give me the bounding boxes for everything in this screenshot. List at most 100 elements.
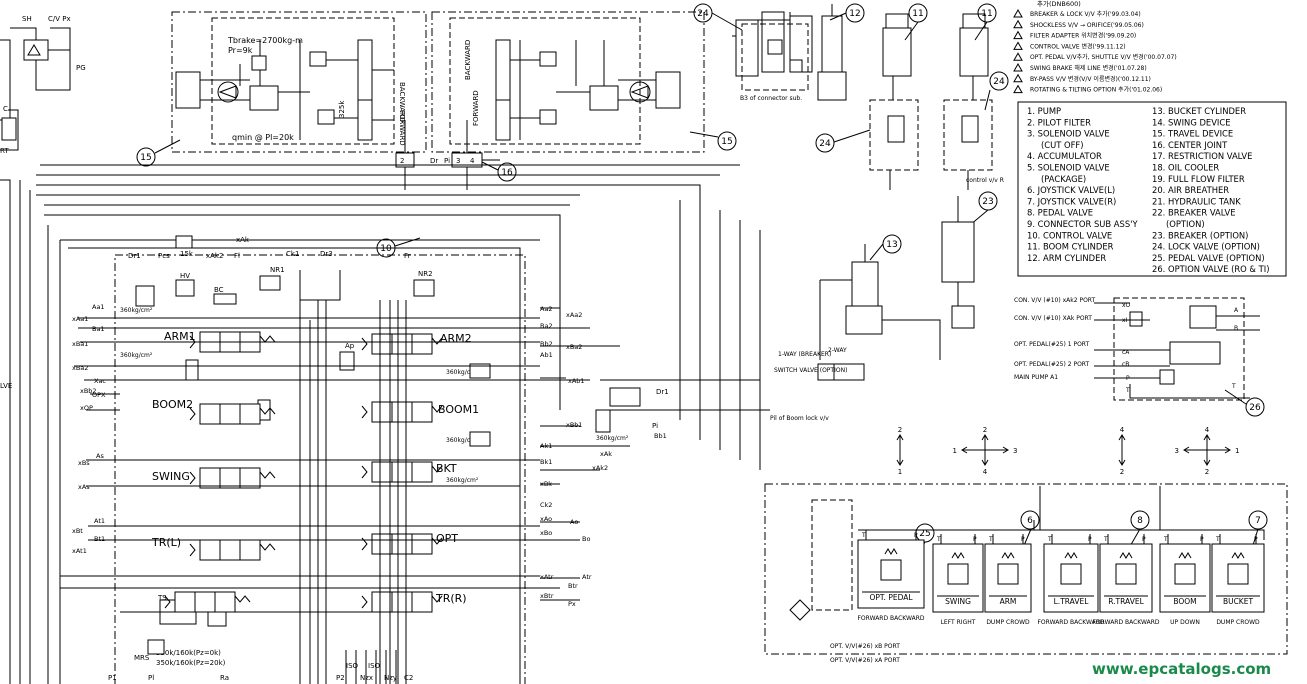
legend-item: 16. CENTER JOINT [1152, 140, 1228, 150]
callout-16: 16 [497, 162, 517, 182]
port-label: Xac [94, 377, 106, 385]
legend-item: 4. ACCUMULATOR [1027, 151, 1102, 161]
legend-item: 23. BREAKER (OPTION) [1152, 230, 1248, 240]
legend-item: 17. RESTRICTION VALVE [1152, 151, 1252, 161]
joystick-compass: 42 [1118, 426, 1126, 476]
port-pl: Ra [220, 674, 229, 682]
port-py: Nzy [384, 674, 397, 682]
port-label: xBt [72, 527, 83, 535]
pilot-valve-symbol [1060, 563, 1082, 585]
option-valve-port-note: OPT. PEDAL(#25) 2 PORT [1014, 361, 1090, 368]
pedal-box-direction: LEFT RIGHT [941, 619, 976, 626]
legend-item: 6. JOYSTICK VALVE(L) [1027, 185, 1115, 195]
pressure-main-b: 350k/160k(Pz=20k) [156, 659, 226, 667]
svg-text:24: 24 [819, 139, 831, 149]
port-label: xAa1 [72, 315, 88, 323]
revision-note: ROTATING & TILTING OPTION 추가('01.02.06) [1030, 86, 1162, 94]
port-label: Ba1 [92, 325, 105, 333]
legend-item: (PACKAGE) [1041, 174, 1086, 184]
opt-note-xa: OPT. V/V(#26) xA PORT [830, 657, 900, 664]
joystick-compass: 21 [896, 426, 904, 476]
port-label: xAt1 [72, 547, 87, 555]
label-dr1-b: Dr1 [656, 388, 669, 396]
option-valve-port-id: cB [1122, 361, 1129, 368]
revision-marker-icon [1013, 62, 1023, 72]
compass-top: 2 [983, 426, 987, 434]
pedal-box-direction: UP DOWN [1170, 619, 1200, 626]
legend-item: 7. JOYSTICK VALVE(R) [1027, 196, 1116, 206]
port-label: Bk1 [540, 458, 552, 466]
compass-left: 1 [953, 447, 957, 455]
pump-label-lve: LVE [0, 382, 12, 390]
option-valve-port-id: T [1125, 387, 1130, 394]
spool-valve-left [199, 467, 261, 489]
cylinders-top: B3 of connector sub. control v/v R [732, 4, 1004, 190]
spool-label-boom1: BOOM1 [438, 403, 479, 416]
option-valve-port-id: P [1126, 375, 1130, 382]
legend-item: 12. ARM CYLINDER [1027, 253, 1106, 263]
callout-25: 25 [915, 523, 935, 543]
cj-port-pi: Pi [444, 157, 450, 165]
port-label: xAb1 [568, 377, 585, 385]
pedal-box-port-t: T [1163, 536, 1168, 543]
pedal-box-label: BUCKET [1223, 597, 1254, 606]
label-ap: Ap [345, 342, 355, 350]
compass-bottom: 4 [983, 468, 988, 476]
callout-11-a: 11 [908, 3, 928, 23]
label-nr1: NR1 [270, 266, 285, 274]
cj-port-2: 2 [400, 157, 404, 165]
cj-port-3: 3 [456, 157, 460, 165]
pilot-valve-symbol [1115, 563, 1137, 585]
svg-text:11: 11 [981, 9, 992, 19]
legend-item: 11. BOOM CYLINDER [1027, 242, 1114, 252]
pedal-box-direction: DUMP CROWD [1216, 619, 1260, 626]
spool-valve-left [174, 591, 236, 613]
callout-6: 6 [1020, 510, 1040, 530]
legend-item: 22. BREAKER VALVE [1152, 208, 1236, 218]
legend-item: 13. BUCKET CYLINDER [1152, 106, 1246, 116]
callout-8: 8 [1130, 510, 1150, 530]
svg-text:15: 15 [140, 153, 151, 163]
breaker-switch-label: SWITCH VALVE (OPTION) [774, 367, 847, 374]
callout-26: 26 [1245, 397, 1265, 417]
option-valve-port-note: CON. V/V (#10) XAk PORT [1014, 315, 1092, 322]
port-label: Ab1 [540, 351, 553, 359]
pump-label-pg: PG [76, 64, 86, 72]
port-label: Atr [582, 573, 592, 581]
revision-note: OPT. PEDAL V/V추가, SHUTTLE V/V 변경('00.07.… [1030, 53, 1177, 61]
port-label: OPX [92, 391, 106, 399]
compass-left: 3 [1175, 447, 1179, 455]
port-label: Ba2 [540, 322, 553, 330]
spool-valve-left [199, 539, 261, 561]
pilot-valve-symbol [947, 563, 969, 585]
svg-text:24: 24 [697, 9, 709, 19]
svg-text:23: 23 [982, 197, 993, 207]
option-valve-port-id: cA [1122, 349, 1130, 356]
pedal-box-port-t: T [1103, 536, 1108, 543]
legend-item: 15. TRAVEL DEVICE [1152, 129, 1233, 139]
center-joint: 2 3 4 Dr Pi [395, 120, 500, 190]
spool-label-trr: TR(R) [435, 592, 467, 605]
revision-note: SWING BRAKE 해제 LINE 변경('01.07.28) [1030, 64, 1147, 72]
spool-valve-right [371, 333, 433, 355]
breaker-twoway: 2-WAY [828, 347, 847, 354]
option-valve-port-id: xI [1122, 317, 1128, 324]
legend-item: 24. LOCK VALVE (OPTION) [1152, 242, 1260, 252]
label-fr: Fr [404, 252, 411, 260]
port-label: xAtr [540, 573, 554, 581]
callout-24-b: 24 [815, 133, 835, 153]
pedal-box-port-t: T [1047, 536, 1052, 543]
spools-right [361, 333, 443, 613]
pedal-box-port-t: T [988, 536, 993, 543]
revision-marker-icon [1013, 30, 1023, 40]
port-nzy: ISO [368, 662, 381, 670]
